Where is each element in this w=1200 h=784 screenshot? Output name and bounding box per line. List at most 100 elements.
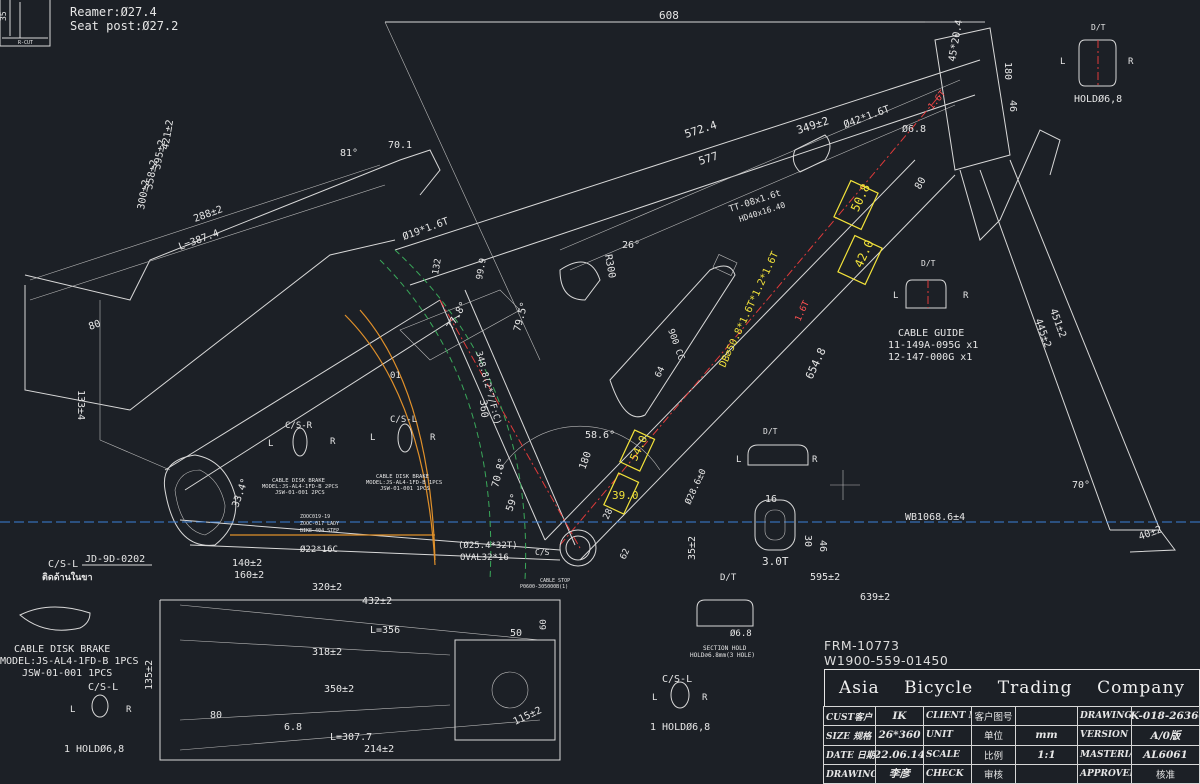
dim-387: L=387.4: [177, 228, 220, 253]
dt-plate: D/T: [763, 427, 778, 436]
dim-46b: 46: [817, 540, 828, 552]
dim-180: 180: [577, 450, 594, 471]
plate-detail-top: [747, 444, 809, 466]
brake1-l1: CABLE DISK BRAKE: [272, 478, 325, 484]
dim-35: 35±2: [687, 536, 698, 560]
hold-bl: 1 HOLDØ6,8: [64, 743, 124, 755]
dim-572: 572.4: [683, 118, 719, 141]
label-l-bl: L: [70, 705, 75, 715]
guide-1: CABLE GUIDE: [898, 328, 964, 339]
hold-icon-bm: [670, 681, 690, 709]
red-1-2t: 1.6T: [794, 299, 812, 323]
frame-outline: [24, 21, 1176, 761]
label-r-bl: R: [126, 705, 132, 715]
dim-70-8: 70.8°: [490, 457, 508, 489]
brake1-l3: JSW-01-001 2PCS: [275, 490, 325, 496]
ellipse-csr: [292, 427, 308, 457]
drawing-label: DRAWING NO.: [1077, 706, 1132, 727]
dt-tr: D/T: [1091, 23, 1106, 32]
rcut-label: R-CUT: [18, 40, 33, 46]
mark-42-0: 42.0: [852, 238, 877, 270]
dim-46: 46: [1007, 100, 1018, 112]
dim-360: 360: [477, 399, 490, 418]
approved-cn: 核准: [1131, 763, 1200, 784]
dim-595: 595±2: [810, 572, 840, 583]
dim-132: 132: [431, 258, 444, 276]
dim-80r: 80: [913, 176, 929, 192]
dim-421: 421±2: [160, 119, 176, 151]
dim-395: 395±2: [152, 139, 168, 171]
dim-26: 26°: [622, 240, 640, 251]
dim-cam: Ø28.6±0: [683, 467, 709, 506]
unit-value: mm: [1015, 725, 1078, 746]
label-r2: R: [430, 433, 436, 443]
dim-80: 80: [87, 318, 102, 332]
size-value: 26*360: [875, 725, 924, 746]
dim-358: 358±2: [144, 159, 160, 191]
company-name: Asia Bicycle Trading Company: [824, 669, 1200, 707]
l-plate: L: [736, 455, 741, 465]
mark-50-8: 50.8: [848, 182, 873, 214]
unit-label: UNIT: [923, 725, 972, 746]
jd-label: JD-9D-0202: [85, 554, 145, 565]
label-csl-left: C/S-L: [48, 559, 78, 570]
arc-green-2: [394, 249, 527, 581]
label-l2: L: [370, 433, 375, 443]
guide-2: 11-149A-095G x1: [888, 340, 978, 351]
hold-icon-tr: [1078, 39, 1117, 87]
dim-318: 318±2: [312, 647, 342, 658]
section-hold-icon: [696, 599, 754, 627]
w-number: W1900-559-01450: [824, 653, 949, 668]
corner-detail: [0, 0, 51, 47]
dim-19: Ø19*1.6T: [401, 215, 450, 243]
company-word: Trading: [997, 678, 1073, 698]
dim-70-1: 70.1: [388, 140, 412, 151]
brake-tab-icon: [19, 606, 91, 631]
dim-dt: D/T: [720, 573, 737, 583]
date-value: 22.06.14: [875, 744, 924, 765]
yellow-markers: [603, 179, 883, 515]
scale-label: SCALE: [923, 744, 972, 765]
hold-bm: 1 HOLDØ6,8: [650, 721, 710, 733]
company-word: Bicycle: [904, 678, 974, 698]
r-plate: R: [812, 455, 818, 465]
label-csr: C/S-R: [285, 421, 313, 431]
ellipse-csl: [397, 423, 413, 453]
dim-180r: 180: [1002, 62, 1013, 80]
dim-22: Ø22*16C: [300, 544, 338, 555]
scale-value: 1:1: [1015, 744, 1078, 765]
check-value: [1015, 763, 1078, 784]
thai-note: ติดด้านในขา: [42, 571, 93, 583]
dim-60: 60: [539, 619, 549, 630]
seat-post-note: Seat post:Ø27.2: [70, 19, 178, 33]
brake3-l1: CABLE DISK BRAKE: [14, 644, 110, 655]
section-hold-dim: Ø6.8: [730, 628, 752, 639]
dim-64: 64: [654, 365, 668, 379]
brake1-l2: MODEL:JS-AL4-1FD-B 2PCS: [262, 484, 338, 490]
dim-59: 59°: [504, 492, 521, 513]
cable-guide-icon: [905, 279, 947, 309]
arc-orange-inner: [359, 309, 436, 561]
dim-900cc: 900 CC: [665, 328, 686, 362]
brake2-l1: CABLE DISK BRAKE: [376, 474, 429, 480]
dim-300: 300±2: [136, 179, 152, 211]
dim-80b: 80: [210, 710, 222, 721]
zoo-2: ZOOC-017 LADY: [300, 521, 339, 527]
company-word: Asia: [839, 678, 880, 698]
label-r1: R: [330, 437, 336, 447]
dim-50: 50: [510, 628, 522, 639]
dim-133: 133±4: [75, 390, 86, 420]
title-grid: CUST客户 IK CLIENT NO. 客户图号 DRAWING NO. IK…: [823, 706, 1200, 784]
dim-577: 577: [697, 149, 720, 168]
dim-6-8-top: Ø6.8: [902, 123, 926, 135]
l-tr: L: [1060, 57, 1065, 67]
dim-350: 350±2: [324, 684, 354, 695]
dim-432: 432±2: [362, 596, 392, 607]
r-tr: R: [1128, 57, 1134, 67]
dim-356: L=356: [370, 625, 400, 636]
dim-cs: C/S: [535, 548, 550, 557]
client-label: CLIENT NO.: [923, 706, 972, 727]
zoo-1: ZOOC019-19: [300, 514, 330, 520]
dt-guide: D/T: [921, 259, 936, 268]
